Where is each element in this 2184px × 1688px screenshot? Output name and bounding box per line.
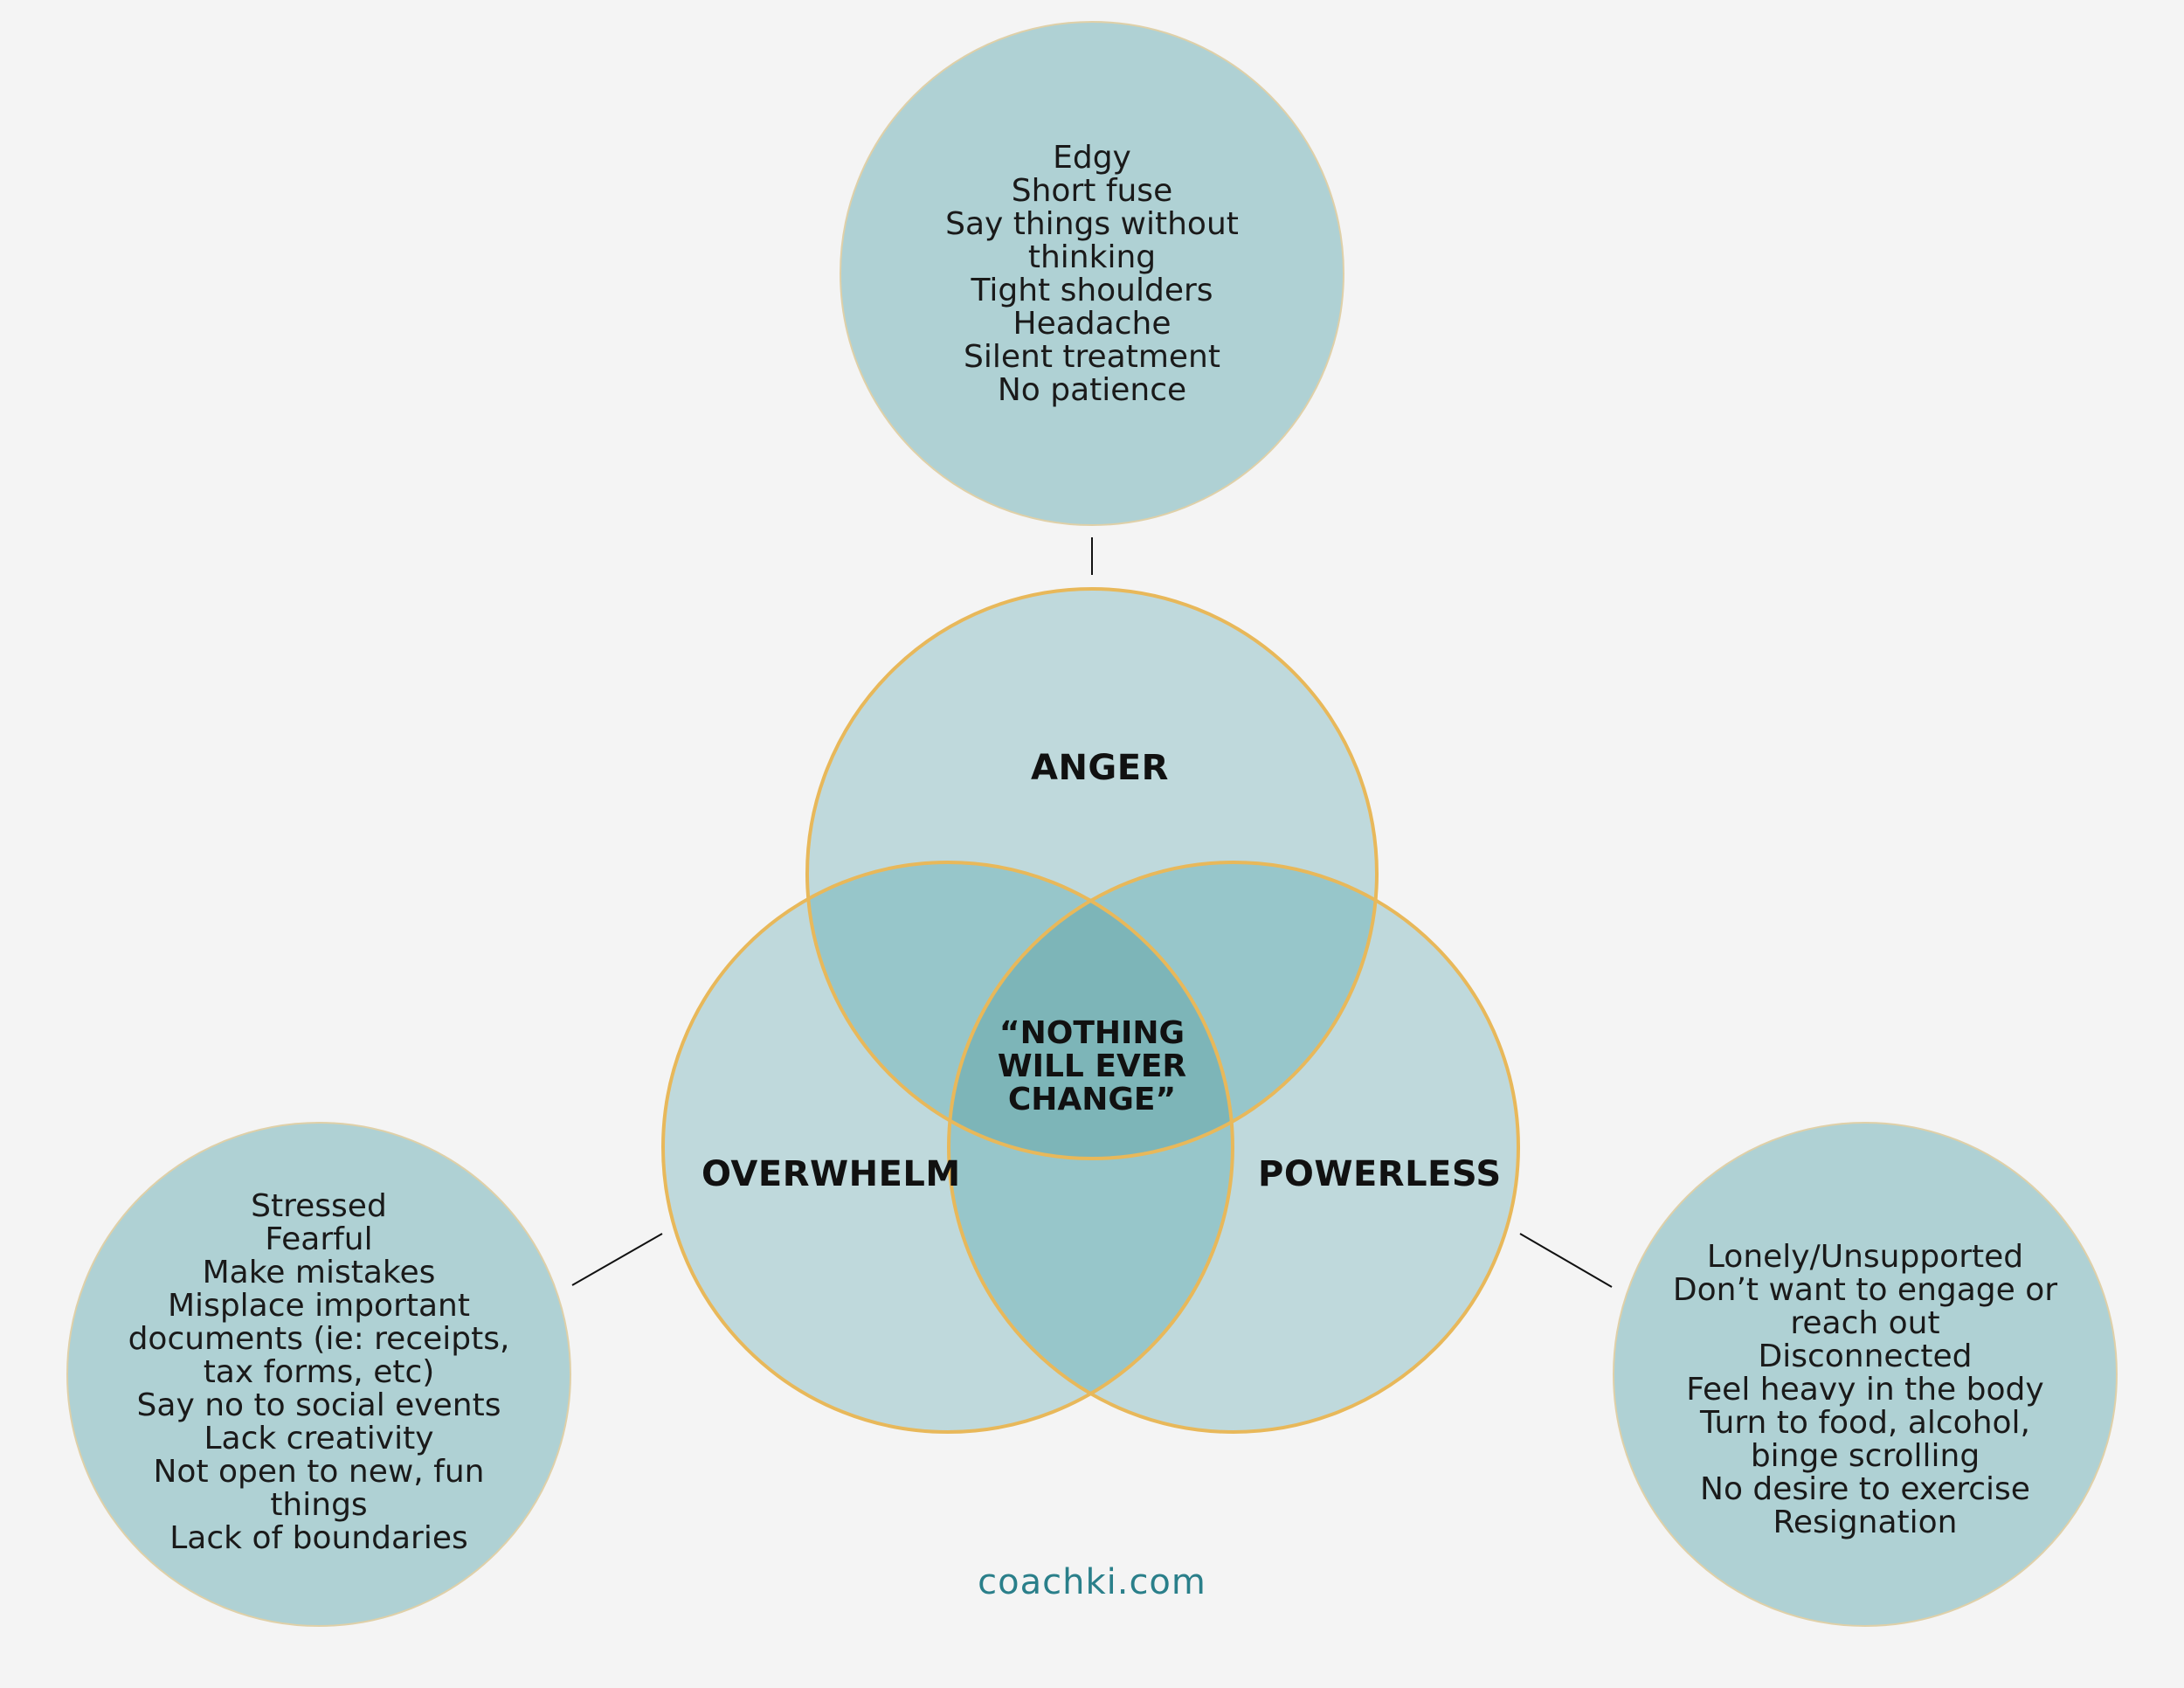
center-label: “NOTHING WILL EVER CHANGE” <box>978 1017 1206 1117</box>
anger-detail-circle <box>840 21 1344 526</box>
list-item: Stressed <box>251 1188 387 1224</box>
list-item: Lack of boundaries <box>169 1520 468 1556</box>
list-item: Headache <box>1013 306 1171 342</box>
list-item: Not open to new, fun <box>153 1454 485 1490</box>
center-line: WILL EVER <box>997 1048 1187 1084</box>
list-item: Say things without <box>945 206 1239 242</box>
footer-website: coachki.com <box>978 1562 1206 1602</box>
center-line: CHANGE” <box>1007 1082 1177 1117</box>
list-item: Don’t want to engage or <box>1672 1272 2058 1308</box>
list-item: Say no to social events <box>136 1387 501 1423</box>
powerless-detail-circle <box>1613 1122 2118 1627</box>
list-item: Lonely/Unsupported <box>1706 1239 2024 1275</box>
list-item: Feel heavy in the body <box>1686 1372 2044 1408</box>
powerless-symptom-list: Lonely/Unsupported Don’t want to engage … <box>1647 1241 2084 1539</box>
list-item: Turn to food, alcohol, <box>1700 1405 2030 1441</box>
list-item: things <box>270 1487 368 1523</box>
list-item: Lack creativity <box>204 1421 434 1456</box>
list-item: Fearful <box>265 1221 373 1257</box>
list-item: binge scrolling <box>1750 1438 1980 1474</box>
powerless-outline <box>947 861 1520 1434</box>
list-item: Resignation <box>1773 1505 1958 1540</box>
center-line: “NOTHING <box>999 1015 1185 1051</box>
list-item: Edgy <box>1053 140 1131 176</box>
list-item: Short fuse <box>1011 173 1173 209</box>
anger-label: ANGER <box>1031 748 1169 788</box>
list-item: documents (ie: receipts, <box>128 1321 510 1357</box>
overwhelm-symptom-list: Stressed Fearful Make mistakes Misplace … <box>100 1190 537 1555</box>
list-item: Make mistakes <box>202 1255 436 1290</box>
list-item: Tight shoulders <box>971 273 1213 308</box>
list-item: reach out <box>1790 1305 1940 1341</box>
overwhelm-outline <box>661 861 1234 1434</box>
anger-outline <box>805 587 1379 1160</box>
list-item: Misplace important <box>168 1288 470 1324</box>
list-item: No desire to exercise <box>1700 1471 2030 1507</box>
list-item: thinking <box>1027 239 1157 275</box>
list-item: Silent treatment <box>964 339 1220 375</box>
powerless-connector <box>1519 1233 1613 1288</box>
list-item: Disconnected <box>1758 1339 1973 1374</box>
triple-overlap <box>949 862 1233 1159</box>
list-item: tax forms, etc) <box>203 1354 435 1390</box>
anger-symptom-list: Edgy Short fuse Say things without think… <box>917 142 1267 407</box>
overwhelm-connector <box>571 1233 663 1286</box>
overwhelm-label: OVERWHELM <box>702 1154 961 1194</box>
overwhelm-detail-circle <box>66 1122 571 1627</box>
powerless-label: POWERLESS <box>1258 1154 1502 1194</box>
list-item: No patience <box>997 372 1187 408</box>
